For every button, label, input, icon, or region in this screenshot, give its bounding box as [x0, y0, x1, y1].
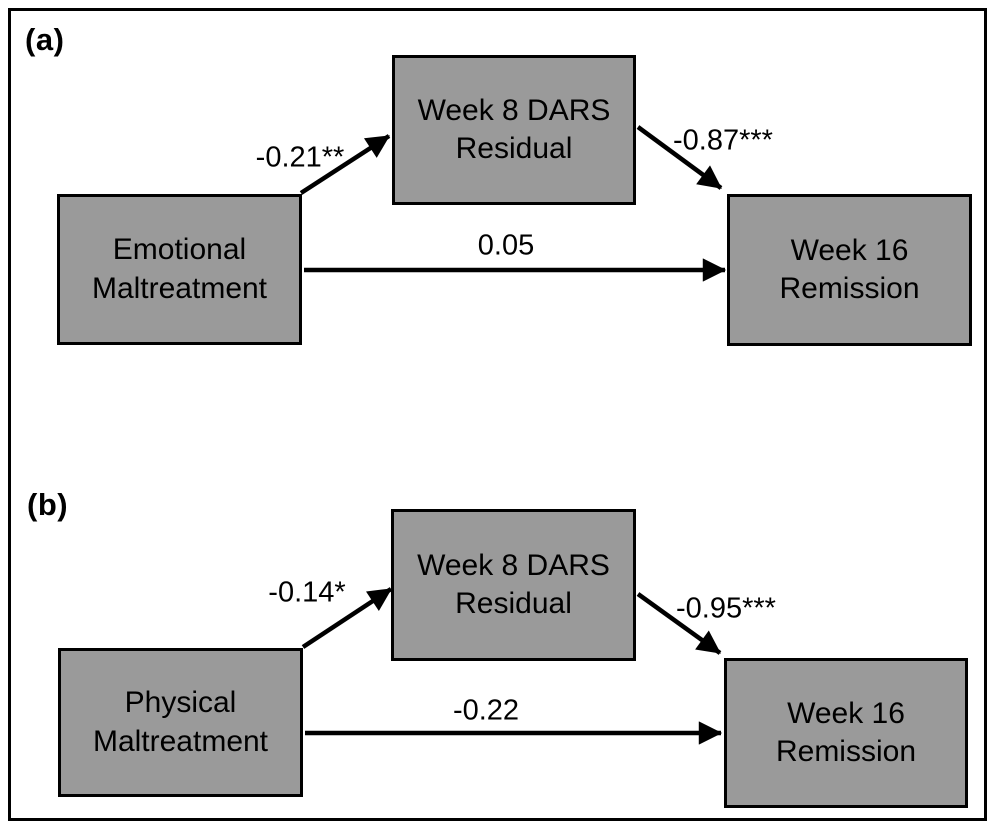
box-a-mediator: Week 8 DARS Residual — [392, 55, 636, 205]
box-a-outcome-label: Week 16 Remission — [779, 233, 920, 305]
box-b-outcome-label: Week 16 Remission — [775, 696, 917, 768]
panel-b-label: (b) — [27, 487, 69, 522]
coefficient-a-direct: 0.05 — [477, 229, 535, 262]
box-b-mediator-label: Week 8 DARS Residual — [417, 548, 610, 620]
arrow-a-mediator-to-outcome — [636, 125, 723, 190]
arrow-b-mediator-to-outcome — [636, 592, 722, 655]
arrow-b-predictor-to-mediator — [301, 587, 393, 649]
panel-a-label: (a) — [25, 22, 65, 57]
coefficient-a-mediator-to-outcome: -0.87*** — [673, 124, 773, 157]
coefficient-b-predictor-to-mediator: -0.14* — [268, 576, 346, 609]
box-a-outcome: Week 16 Remission — [727, 194, 972, 346]
box-a-mediator-label: Week 8 DARS Residual — [417, 93, 611, 165]
arrow-a-predictor-to-mediator — [299, 134, 391, 195]
box-b-predictor: Physical Maltreatment — [58, 648, 303, 797]
box-a-predictor: Emotional Maltreatment — [57, 194, 302, 345]
box-b-mediator: Week 8 DARS Residual — [391, 509, 636, 661]
coefficient-b-direct: -0.22 — [452, 694, 520, 727]
box-a-predictor-label: Emotional Maltreatment — [91, 233, 268, 305]
box-b-outcome: Week 16 Remission — [724, 658, 968, 808]
box-b-predictor-label: Physical Maltreatment — [92, 686, 269, 758]
coefficient-b-mediator-to-outcome: -0.95*** — [676, 592, 776, 625]
coefficient-a-predictor-to-mediator: -0.21** — [255, 141, 345, 174]
